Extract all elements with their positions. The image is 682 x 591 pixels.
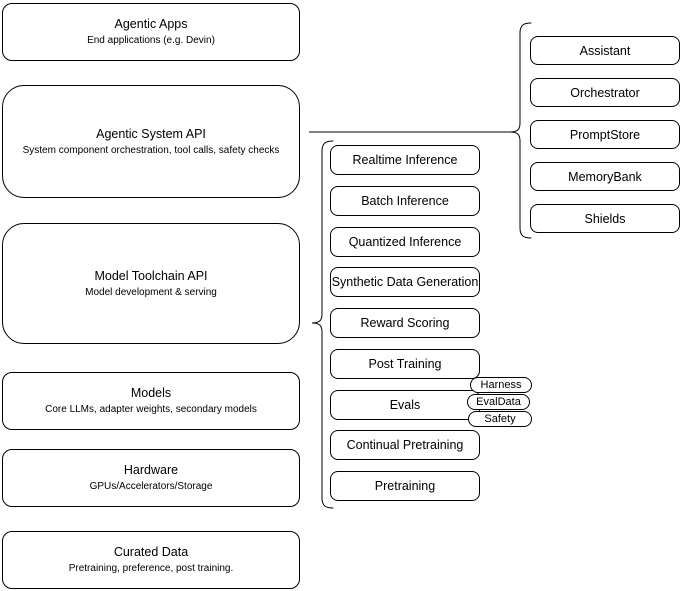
node-realtime-inference: Realtime Inference bbox=[330, 145, 480, 175]
node-title: Model Toolchain API bbox=[94, 268, 208, 283]
node-model-toolchain-api: Model Toolchain API Model development & … bbox=[2, 223, 300, 344]
node-title: Curated Data bbox=[113, 545, 189, 559]
node-title: Hardware bbox=[123, 463, 179, 477]
node-memorybank: MemoryBank bbox=[530, 162, 680, 191]
node-synthetic-data-generation: Synthetic Data Generation bbox=[330, 267, 480, 297]
node-post-training: Post Training bbox=[330, 349, 480, 379]
node-hardware: Hardware GPUs/Accelerators/Storage bbox=[2, 449, 300, 507]
node-subtitle: Core LLMs, adapter weights, secondary mo… bbox=[45, 404, 257, 415]
node-title: Models bbox=[130, 386, 172, 400]
node-promptstore: PromptStore bbox=[530, 120, 680, 149]
node-subtitle: Model development & serving bbox=[85, 286, 217, 298]
toolchain-stack-brace bbox=[311, 140, 334, 509]
node-title: Agentic Apps bbox=[114, 17, 188, 31]
node-curated-data: Curated Data Pretraining, preference, po… bbox=[2, 531, 300, 589]
node-subtitle: GPUs/Accelerators/Storage bbox=[89, 481, 213, 492]
node-assistant: Assistant bbox=[530, 36, 680, 65]
tag-evaldata: EvalData bbox=[467, 394, 530, 410]
node-continual-pretraining: Continual Pretraining bbox=[330, 430, 480, 460]
node-pretraining: Pretraining bbox=[330, 471, 480, 501]
node-agentic-apps: Agentic Apps End applications (e.g. Devi… bbox=[2, 3, 300, 61]
node-agentic-system-api: Agentic System API System component orch… bbox=[2, 85, 300, 198]
node-evals: Evals bbox=[330, 390, 480, 420]
node-models: Models Core LLMs, adapter weights, secon… bbox=[2, 372, 300, 430]
system-stack-brace bbox=[509, 22, 532, 239]
tag-safety: Safety bbox=[468, 411, 532, 427]
node-subtitle: End applications (e.g. Devin) bbox=[87, 35, 215, 46]
node-subtitle: System component orchestration, tool cal… bbox=[22, 144, 280, 156]
node-batch-inference: Batch Inference bbox=[330, 186, 480, 216]
node-title: Agentic System API bbox=[96, 126, 206, 141]
node-orchestrator: Orchestrator bbox=[530, 78, 680, 107]
node-quantized-inference: Quantized Inference bbox=[330, 227, 480, 257]
tag-harness: Harness bbox=[470, 377, 532, 393]
node-shields: Shields bbox=[530, 204, 680, 233]
node-subtitle: Pretraining, preference, post training. bbox=[68, 563, 234, 574]
node-reward-scoring: Reward Scoring bbox=[330, 308, 480, 338]
